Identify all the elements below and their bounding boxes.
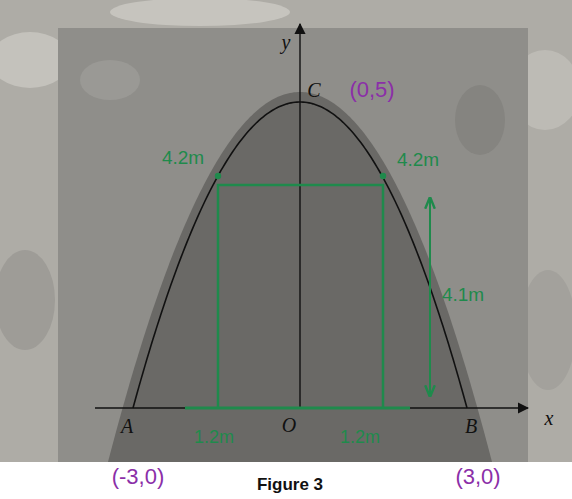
point-label: C: [307, 79, 320, 101]
curve-point: [380, 173, 386, 179]
curve-point: [215, 173, 221, 179]
stone-patch: [0, 250, 55, 350]
axis-label: y: [282, 31, 291, 53]
width-note: 1.2m: [194, 428, 234, 448]
point-label: B: [465, 415, 477, 437]
stone-patch: [110, 0, 290, 26]
axis-label: x: [545, 407, 554, 429]
concrete-panel: [58, 28, 528, 462]
height-note: 4.2m: [162, 148, 204, 169]
height-arrow: [429, 198, 431, 396]
figure-caption: Figure 3: [257, 476, 323, 495]
coordinate-note: (-3,0): [112, 465, 165, 489]
width-note: 1.2m: [340, 428, 380, 448]
coordinate-note: (0,5): [349, 78, 394, 102]
stone-wall: [0, 0, 572, 462]
green-rectangle: [218, 185, 383, 408]
x-axis: [95, 407, 528, 408]
coordinate-note: (3,0): [455, 465, 500, 489]
height-note: 4.2m: [397, 150, 439, 171]
point-label: A: [121, 415, 133, 437]
y-axis: [299, 24, 300, 408]
concrete-stain: [455, 85, 505, 155]
concrete-stain: [80, 60, 140, 100]
height-note: 4.1m: [442, 285, 484, 306]
point-label: O: [282, 414, 296, 436]
